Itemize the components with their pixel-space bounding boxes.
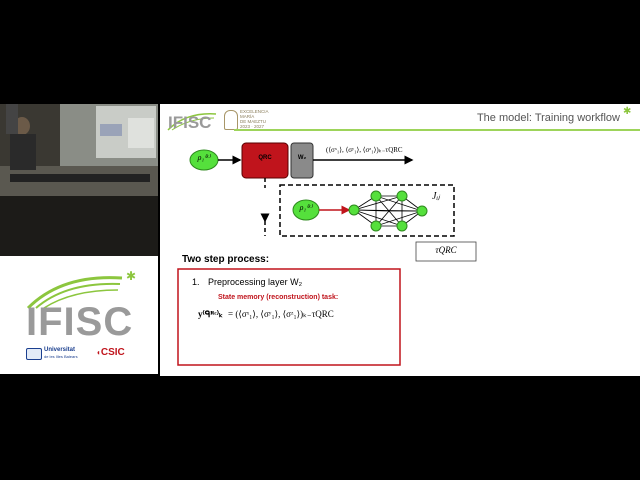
header-logo-text: IFISC [168,113,212,132]
uib-name: Universitat [44,347,76,353]
step-title: Preprocessing layer W₂ [208,277,303,287]
speaker-video [0,104,158,256]
step-item: 1. Preprocessing layer W₂ [192,277,302,287]
coupling-label: Jᵢⱼ [432,191,440,202]
maria-maeztu-text: EXCELENCIA MARÍA DE MAEZTU 2023 · 2027 [240,109,269,129]
logo-swoosh-icon: ✱ [26,270,136,310]
maria-maeztu-key-icon [224,110,238,130]
qubit-node [370,220,382,232]
tau-label: τQRC [435,245,457,255]
svg-text:✱: ✱ [126,270,136,283]
formula-lhs: y⁽ᑫᴿᶜ⁾ₖ [198,309,223,319]
formula-rhs: = (⟨σˣ₁⟩, ⟨σʸ₁⟩, ⟨σᶻ₁⟩)ₖ₋τQRC [228,309,334,319]
task-label: State memory (reconstruction) task: [218,294,339,301]
video-frame [0,104,158,256]
tau-box [415,241,477,262]
presentation-slide: IFISC EXCELENCIA MARÍA DE MAEZTU 2023 · … [160,104,640,376]
qubit-node [416,205,428,217]
uib-crest-icon [26,348,42,360]
section-heading: Two step process: [182,254,270,265]
ifisc-logo-panel: ✱ IFISC Universitat de les Illes Balears… [0,256,158,374]
qubit-node [348,204,360,216]
slide-title: The model: Training workflow [476,112,620,124]
task-box [177,268,401,366]
header-swoosh-icon [167,113,217,131]
feedback-state-label: ρ₁⁽ᵏ⁾ [299,203,313,212]
output-label: (⟨σˣ₁⟩, ⟨σʸ₁⟩, ⟨σᶻ₁⟩)ₖ₋τQRC [326,146,403,154]
uib-subtitle: de les Illes Balears [44,354,78,359]
input-state-label: ρ₁⁽ᵏ⁾ [197,153,211,162]
step-number: 1. [192,277,200,287]
header-rule [234,129,640,131]
csic-logo: ◖CSIC [96,347,125,358]
qrc-label: QRC [258,155,272,161]
csic-label: CSIC [100,347,125,358]
qubit-node [396,220,408,232]
qrc-diagram [177,142,477,366]
reservoir-network [353,195,423,227]
qubit-node [396,190,408,202]
qubit-node [370,190,382,202]
ifisc-logo-text: IFISC [26,300,134,344]
reservoir-dashed-box [279,184,455,237]
csic-mark-icon: ◖ [96,348,101,357]
w2-label: W₂ [297,155,307,161]
formula: y⁽ᑫᴿᶜ⁾ₖ = (⟨σˣ₁⟩, ⟨σʸ₁⟩, ⟨σᶻ₁⟩)ₖ₋τQRC [198,309,334,320]
header-asterisk-icon: ✱ [623,106,632,117]
